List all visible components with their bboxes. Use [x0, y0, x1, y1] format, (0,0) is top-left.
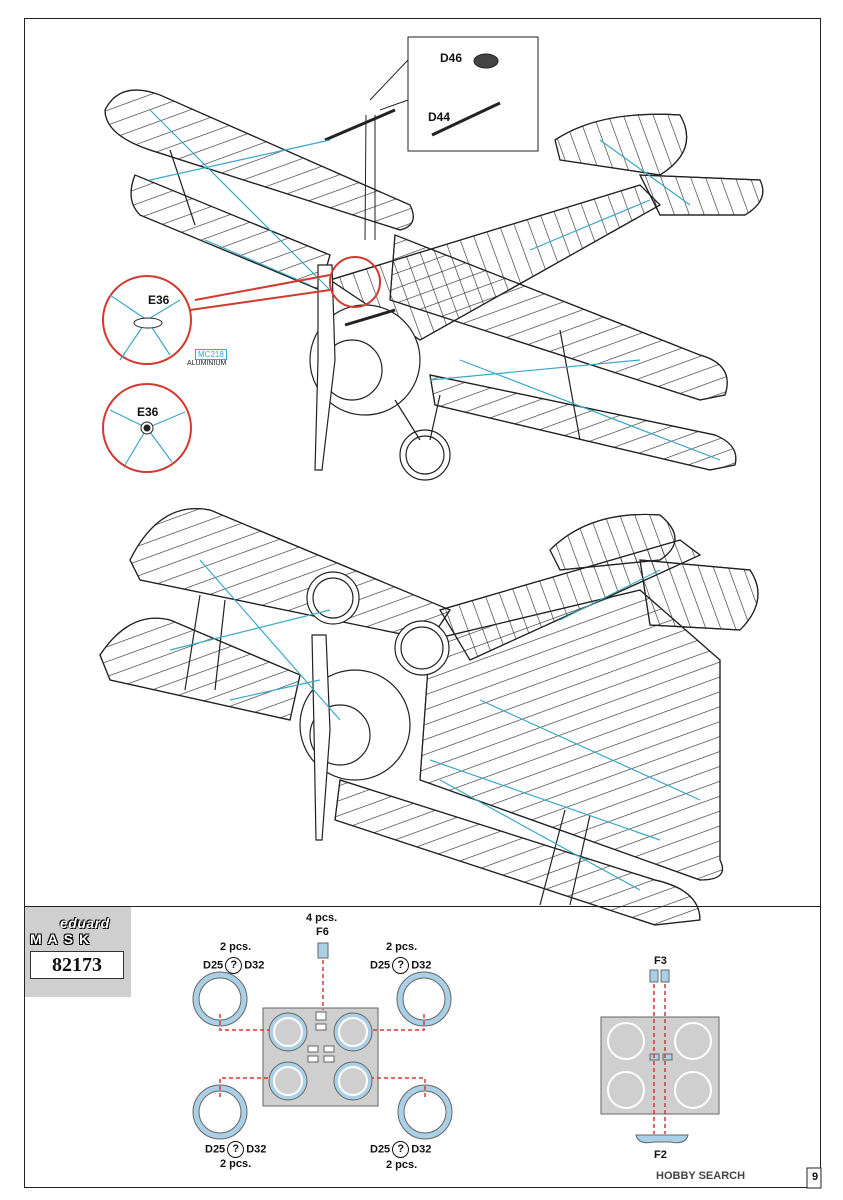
e36-part-side — [133, 317, 163, 329]
bottom-left-parts: D25?D32 — [205, 1141, 266, 1158]
callout-d44: D44 — [428, 110, 451, 124]
aircraft-bottom-view — [99, 508, 759, 926]
mask-product-code: 82173 — [30, 951, 124, 979]
callout-d46: D46 — [440, 51, 463, 65]
page-frame — [24, 18, 821, 1188]
part-d25: D25 — [370, 959, 391, 972]
top-left-quantity: 2 pcs. — [220, 941, 252, 953]
question-icon: ? — [392, 1141, 410, 1158]
paint-code-tag: MC218 — [195, 349, 227, 360]
wheel-mask-parts — [192, 942, 689, 1144]
part-d32: D32 — [411, 959, 432, 972]
mask-word: MASK — [30, 931, 96, 947]
top-right-quantity: 2 pcs. — [386, 941, 418, 953]
f6-label: F6 — [316, 926, 329, 938]
callout-e36-bottom: E36 — [137, 405, 159, 419]
section-divider — [24, 906, 821, 907]
e36-callouts — [102, 256, 381, 473]
mask-sheet-right — [600, 1016, 720, 1115]
rigging-wires-bottom — [169, 559, 701, 891]
callout-e36-top: E36 — [148, 293, 170, 307]
page-number: 9 — [812, 1171, 819, 1183]
part-d25: D25 — [370, 1143, 391, 1156]
paint-name: ALUMINIUM — [187, 360, 227, 367]
part-d32: D32 — [411, 1143, 432, 1156]
question-icon: ? — [392, 957, 410, 974]
watermark: HOBBY SEARCH — [656, 1170, 746, 1182]
part-d25: D25 — [205, 1143, 226, 1156]
bottom-right-quantity: 2 pcs. — [386, 1159, 418, 1171]
rigging-wires-top — [149, 109, 721, 461]
question-icon: ? — [225, 957, 243, 974]
part-d32: D32 — [244, 959, 265, 972]
question-icon: ? — [227, 1141, 245, 1158]
bottom-left-quantity: 2 pcs. — [220, 1158, 252, 1170]
gun-inset — [364, 36, 539, 241]
top-right-parts: D25?D32 — [370, 957, 431, 974]
part-d32: D32 — [246, 1143, 267, 1156]
aircraft-top-view — [104, 89, 764, 481]
f2-label: F2 — [654, 1149, 667, 1161]
page-number-box — [806, 1167, 822, 1189]
f3-label: F3 — [654, 955, 667, 967]
top-left-parts: D25?D32 — [203, 957, 264, 974]
f6-quantity: 4 pcs. — [306, 912, 338, 924]
part-d25: D25 — [203, 959, 224, 972]
mask-leader-lines — [219, 960, 666, 1134]
bottom-right-parts: D25?D32 — [370, 1141, 431, 1158]
mask-sheet-left — [262, 1007, 379, 1107]
brand-logo: eduard — [60, 915, 110, 931]
